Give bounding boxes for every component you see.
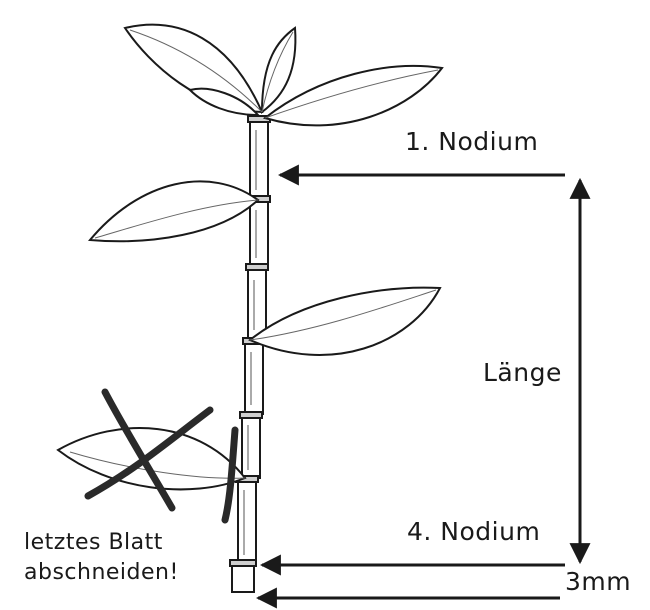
label-node-4: 4. Nodium	[407, 517, 540, 546]
top-leaves	[125, 25, 442, 126]
label-node-1: 1. Nodium	[405, 127, 538, 156]
label-length: Länge	[483, 358, 562, 387]
note-line-1: letztes Blatt	[24, 528, 179, 558]
note-cut-last-leaf: letztes Blatt abschneiden!	[24, 528, 179, 588]
note-line-2: abschneiden!	[24, 558, 179, 588]
label-gap-3mm: 3mm	[565, 567, 631, 596]
